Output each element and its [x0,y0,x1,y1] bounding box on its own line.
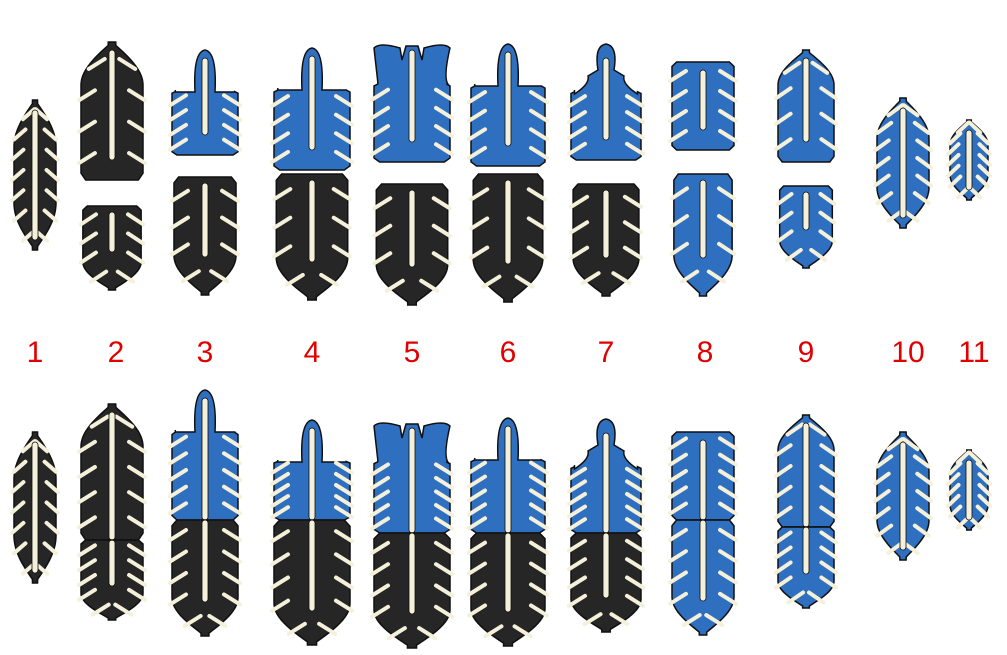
piece-6-upper-assembled-slot [505,426,511,533]
label-2: 2 [86,334,146,372]
label-7: 7 [576,334,636,372]
piece-6-lower-slot [505,180,511,264]
piece-6-exploded [469,44,547,302]
piece-11-top-slot [966,130,972,190]
piece-5-assembled [372,423,452,648]
piece-3-lower-slot [202,183,208,257]
piece-4-upper-slot [309,56,315,150]
piece-3-upper-slot [202,58,208,135]
label-9: 9 [776,334,836,372]
piece-9-upper-assembled-slot [803,423,809,527]
label-8: 8 [675,334,735,372]
piece-4-assembled [272,420,352,645]
label-6: 6 [478,334,538,372]
piece-2-assembled [79,404,145,620]
label-1: 1 [5,334,65,372]
label-10: 10 [878,334,938,372]
piece-1-whole-slot [32,442,38,573]
piece-5-upper-slot [409,50,415,142]
piece-1-assembled [12,432,58,583]
piece-5-upper-assembled-slot [409,428,415,533]
piece-7-lower-slot [603,190,609,258]
piece-2-upper-assembled-slot [109,412,115,540]
piece-9-lower-slot [803,192,809,230]
piece-5-exploded [372,45,452,305]
label-4: 4 [282,334,342,372]
piece-2-upper-slot [109,50,115,160]
piece-7-exploded [569,44,643,296]
piece-4-exploded [272,48,352,300]
piece-2-lower-slot [109,212,115,252]
piece-6-lower-assembled-slot [505,533,511,612]
piece-8-exploded [670,62,736,296]
piece-8-lower-slot [700,180,706,258]
piece-8-upper-assembled-slot [700,440,706,520]
piece-3-upper-assembled-slot [202,398,208,520]
piece-1-top-slot [32,110,38,240]
piece-11-whole-slot [966,460,972,520]
piece-9-assembled [776,415,836,608]
piece-4-lower-slot [309,180,315,262]
piece-3-exploded [170,50,240,295]
piece-11-exploded [948,120,990,200]
piece-6-assembled [469,418,547,646]
piece-3-assembled [170,390,240,636]
piece-3-lower-assembled-slot [202,520,208,602]
piece-5-lower-assembled-slot [409,533,415,614]
piece-7-upper-slot [603,58,609,140]
label-5: 5 [382,334,442,372]
piece-8-assembled [670,432,736,635]
piece-10-top-slot [900,108,906,218]
piece-2-lower-assembled-slot [109,540,115,586]
piece-8-lower-assembled-slot [700,520,706,601]
piece-10-whole-slot [900,442,906,550]
label-11: 11 [944,334,1004,372]
piece-10-exploded [875,98,931,228]
piece-9-upper-slot [803,58,809,142]
label-3: 3 [175,334,235,372]
piece-8-upper-slot [700,70,706,130]
piece-7-upper-assembled-slot [603,433,609,533]
piece-9-exploded [776,50,836,268]
piece-1-exploded [12,100,58,250]
piece-5-lower-slot [409,190,415,267]
piece-9-lower-assembled-slot [803,527,809,574]
piece-2-exploded [79,42,145,290]
piece-11-assembled [948,450,990,530]
piece-6-upper-slot [505,52,511,146]
piece-4-lower-assembled-slot [309,520,315,611]
piece-7-lower-assembled-slot [603,533,609,598]
piece-7-assembled [569,419,643,632]
piece-10-assembled [875,432,931,560]
piece-4-upper-assembled-slot [309,428,315,520]
